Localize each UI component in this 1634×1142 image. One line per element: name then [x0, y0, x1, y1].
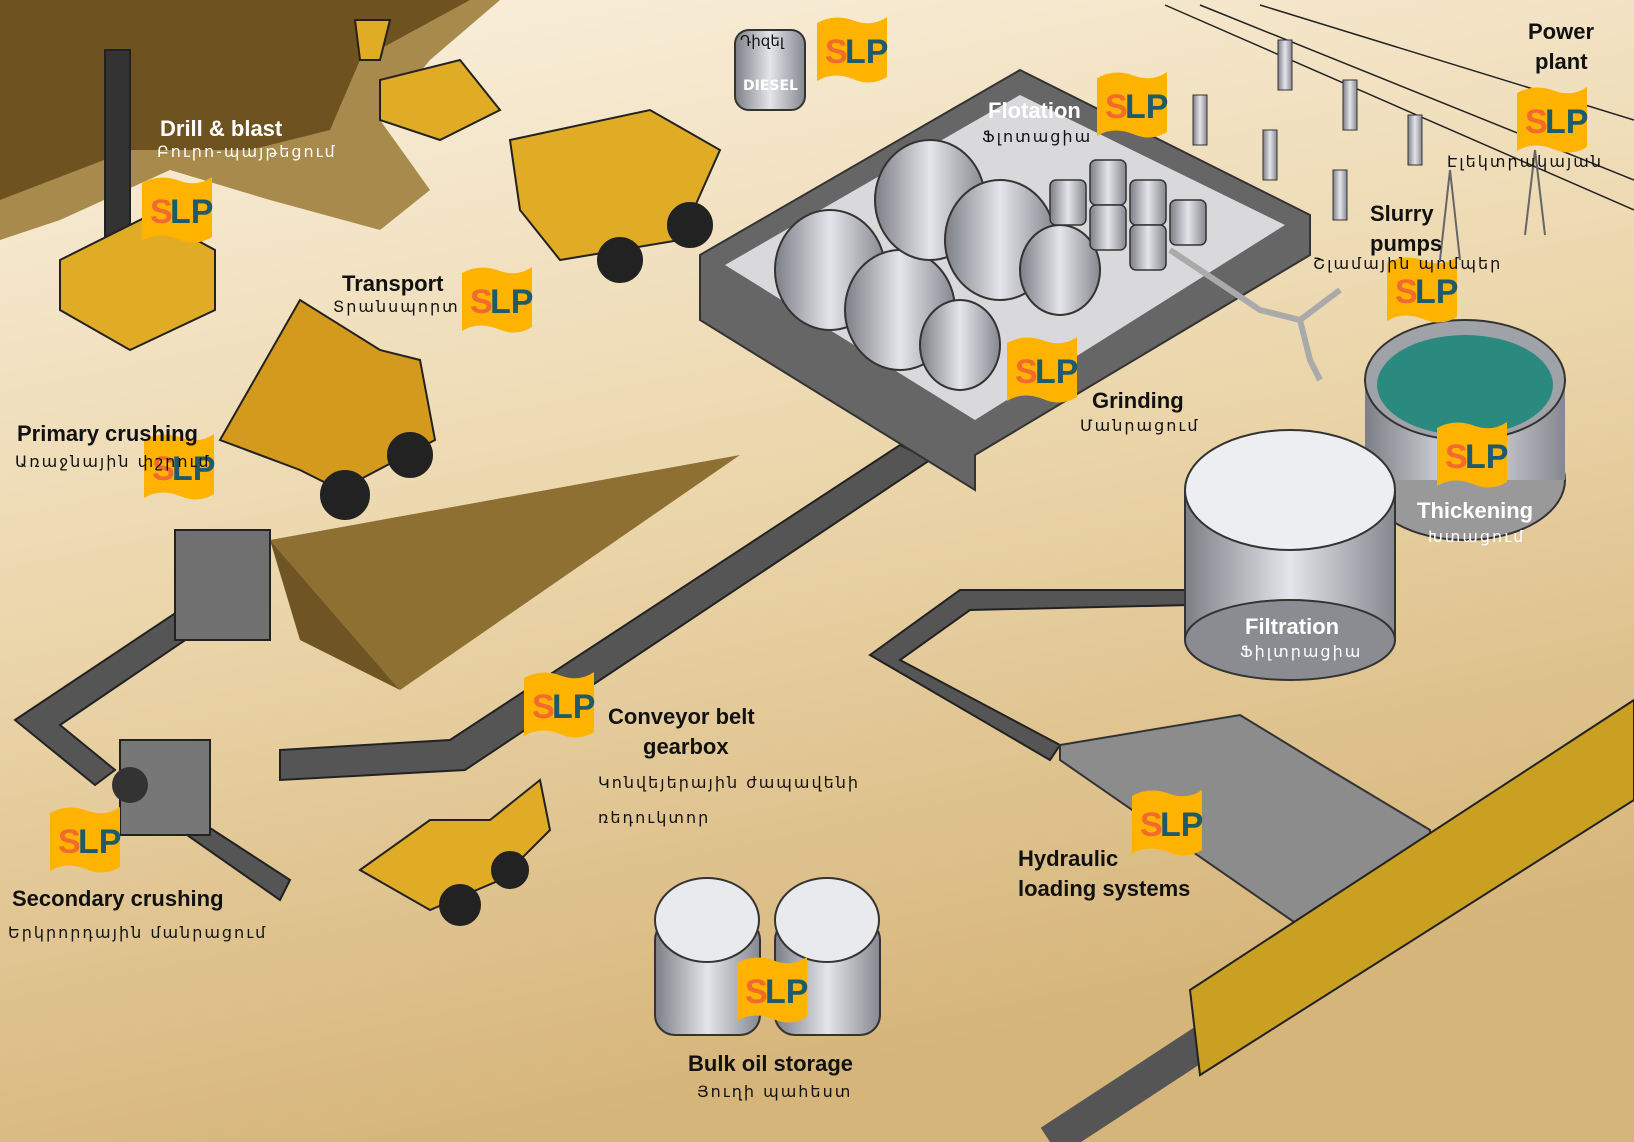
label-slurry-2: pumps [1370, 231, 1443, 256]
ore-pile-shade [270, 540, 400, 690]
ore-pile [270, 455, 740, 690]
sublabel-grinding: Մանրացում [1080, 416, 1200, 435]
label-thickening: Thickening [1417, 498, 1534, 523]
label-hydraulic-2: loading systems [1018, 876, 1191, 901]
filtration-bottom [1184, 599, 1396, 681]
pylon-towers [1439, 149, 1546, 261]
sublabel-secondary: Երկրորդային մանրացում [8, 923, 268, 942]
logo-flag-thickening [1435, 420, 1509, 490]
logo-flag-grinding [1005, 335, 1079, 405]
sublabel-transport: Տրանսպորտ [333, 297, 460, 316]
sublabel-slurry: Շլամային պոմպեր [1313, 254, 1503, 273]
excavator [353, 19, 502, 142]
label-hydraulic: Hydraulic [1018, 846, 1119, 871]
logo-flag-conveyor [522, 670, 596, 740]
label-primary: Primary crushing [17, 421, 198, 446]
drill-rig [59, 49, 216, 352]
label-flotation: Flotation [988, 98, 1081, 123]
flotation-cells [1049, 159, 1207, 271]
label-transport: Transport [342, 271, 444, 296]
thickener-water [1377, 335, 1553, 435]
label-secondary: Secondary crushing [12, 886, 224, 911]
label-oil: Bulk oil storage [688, 1051, 854, 1076]
diesel-tank [734, 29, 806, 111]
logo-flag-drill [140, 175, 214, 245]
logo-flag-secondary [48, 805, 122, 875]
logo-flag-flotation [1095, 70, 1169, 140]
diesel-label-armenian: Դիզել [740, 32, 785, 50]
label-grinding: Grinding [1092, 388, 1184, 413]
sublabel-conveyor: Կոնվեյերային ժապավենի [598, 773, 861, 792]
label-slurry: Slurry [1370, 201, 1434, 226]
ball-mills [774, 139, 1101, 391]
label-power: Power [1528, 19, 1595, 44]
diesel-label: DIESEL [743, 78, 798, 94]
slurry-pipe [1168, 247, 1342, 382]
insulators [1192, 39, 1423, 221]
label-drill: Drill & blast [160, 116, 283, 141]
label-filtration: Filtration [1245, 614, 1340, 639]
sublabel-primary: Առաջնային փշրում [15, 452, 211, 471]
logo-flag-hydraulic [1130, 788, 1204, 858]
sublabel-drill: Բուրո-պայթեցում [157, 142, 337, 161]
logo-flag-oil [735, 955, 809, 1025]
backhoe-loader [358, 778, 552, 926]
sublabel-conveyor-2: ռեդուկտոր [598, 808, 711, 827]
conveyor-belt [13, 443, 1191, 902]
logo-flag-power [1515, 85, 1589, 155]
train [1188, 698, 1634, 1077]
dump-truck [218, 298, 437, 520]
gear-wheel [112, 767, 148, 803]
sublabel-oil: Յուղի պահեստ [697, 1082, 853, 1101]
logo-flag-transport [460, 265, 534, 335]
logo-flag-diesel [815, 15, 889, 85]
primary-crusher [174, 529, 271, 641]
sublabel-flotation: Ֆլոտացիա [982, 127, 1093, 146]
filtration-top [1184, 429, 1396, 551]
sublabel-thickening: Խտացում [1428, 527, 1526, 546]
label-conveyor: Conveyor belt [608, 704, 755, 729]
haul-truck [508, 108, 722, 283]
sublabel-filtration: Ֆիլտրացիա [1240, 642, 1363, 661]
label-power-2: plant [1535, 49, 1588, 74]
sublabel-power: Էլեկտրակայան [1447, 152, 1603, 171]
bulk-oil-tanks [654, 877, 881, 1036]
label-conveyor-2: gearbox [643, 734, 729, 759]
